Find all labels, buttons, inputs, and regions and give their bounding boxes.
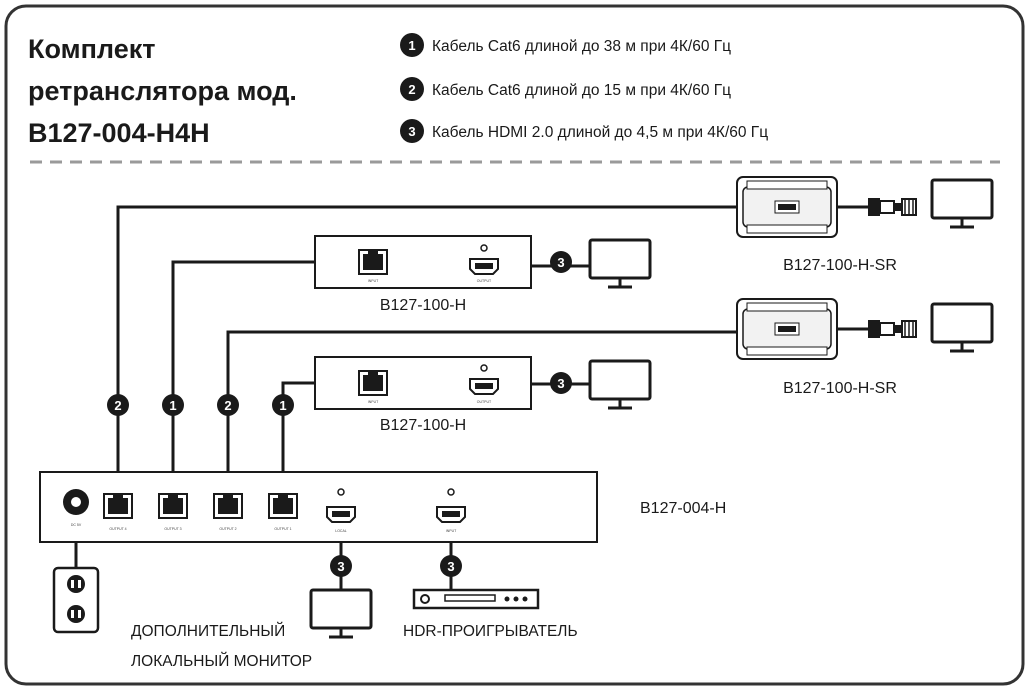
wall-outlet-icon (52, 566, 100, 634)
splitter-output-1-port (268, 493, 298, 519)
receiver-bottom-output-label: OUTPUT (477, 400, 492, 404)
receiver-bottom: INPUT OUTPUT (314, 356, 532, 410)
receiver-top-output-port (469, 258, 499, 275)
legend-badge-3 (400, 119, 424, 143)
legend-number-1: 1 (408, 38, 415, 53)
power-port-label: DC 5V (71, 523, 82, 527)
cable-badge-out1: 1 (272, 394, 294, 416)
cable-badge-rx-bottom-number: 3 (557, 376, 564, 391)
receiver-bottom-led (480, 364, 488, 372)
receiver-top-input-label: INPUT (368, 279, 379, 283)
sr-unit-top-icon (736, 176, 838, 238)
outer-frame (4, 4, 1025, 686)
receiver-top-input-port (358, 249, 388, 275)
hdr-player-label: HDR-ПРОИГРЫВАТЕЛЬ (403, 623, 578, 640)
splitter-local-led (337, 488, 345, 496)
legend-text-2: Кабель Cat6 длиной до 15 м при 4К/60 Гц (432, 82, 731, 99)
splitter-output-4-port (103, 493, 133, 519)
cable-out4-to-sr-top (116, 205, 738, 487)
cable-badge-local: 3 (330, 555, 352, 577)
sr-top-label: B127-100-H-SR (783, 257, 897, 274)
local-monitor-label-line-1: ДОПОЛНИТЕЛЬНЫЙ (131, 622, 285, 640)
receiver-bottom-input-port (358, 370, 388, 396)
cable-badge-player-number: 3 (447, 559, 454, 574)
monitor-rx-bottom-icon (588, 359, 652, 410)
sr-top-hdmi-plug-icon (867, 197, 917, 217)
cable-badge-rx-bottom: 3 (550, 372, 572, 394)
monitor-sr-bottom-icon (930, 302, 994, 353)
receiver-top-output-label: OUTPUT (477, 279, 492, 283)
legend-number-2: 2 (408, 82, 415, 97)
power-jack-icon (63, 489, 89, 515)
cable-badge-rx-top: 3 (550, 251, 572, 273)
sr-unit-bottom-icon (736, 298, 838, 360)
sr-bottom-label: B127-100-H-SR (783, 380, 897, 397)
legend-item-3: 3 Кабель HDMI 2.0 длиной до 4,5 м при 4К… (400, 119, 768, 143)
cable-badge-local-number: 3 (337, 559, 344, 574)
legend-badge-1 (400, 33, 424, 57)
cable-badge-out4-number: 2 (114, 398, 121, 413)
legend-number-3: 3 (408, 124, 415, 139)
sr-bottom-hdmi-plug-icon (867, 319, 917, 339)
cable-badge-out2: 2 (217, 394, 239, 416)
splitter-output-2-label: OUTPUT 2 (219, 527, 236, 531)
cable-badge-out1-number: 1 (279, 398, 286, 413)
cable-badge-out2-number: 2 (224, 398, 231, 413)
hdr-player-icon (412, 588, 540, 610)
title-line-1: Комплект (28, 34, 155, 64)
cable-badge-rx-top-number: 3 (557, 255, 564, 270)
monitor-rx-top-icon (588, 238, 652, 289)
title-line-3: B127-004-H4H (28, 118, 210, 148)
receiver-bottom-label: B127-100-H (380, 417, 466, 434)
splitter-output-4-label: OUTPUT 4 (109, 527, 126, 531)
legend-text-3: Кабель HDMI 2.0 длиной до 4,5 м при 4К/6… (432, 124, 768, 141)
cable-badge-out3: 1 (162, 394, 184, 416)
splitter-input-port (436, 506, 466, 523)
splitter: DC 5V OUTPUT 4 OUTPUT 3 OUTPUT 2 OUTPUT … (39, 471, 598, 543)
receiver-top: INPUT OUTPUT (314, 235, 532, 289)
splitter-output-1-label: OUTPUT 1 (274, 527, 291, 531)
legend-item-1: 1 Кабель Cat6 длиной до 38 м при 4К/60 Г… (400, 33, 731, 57)
splitter-input-led (447, 488, 455, 496)
local-monitor-label-line-2: ЛОКАЛЬНЫЙ МОНИТОР (131, 652, 312, 670)
splitter-label: B127-004-H (640, 500, 726, 517)
receiver-bottom-input-label: INPUT (368, 400, 379, 404)
local-monitor-icon (309, 588, 373, 639)
splitter-local-label: LOCAL (335, 529, 347, 533)
legend-text-1: Кабель Cat6 длиной до 38 м при 4К/60 Гц (432, 38, 731, 55)
receiver-top-label: B127-100-H (380, 297, 466, 314)
monitor-sr-top-icon (930, 178, 994, 229)
legend: 1 Кабель Cat6 длиной до 38 м при 4К/60 Г… (400, 33, 768, 143)
cable-out2-to-sr-bottom (226, 330, 738, 487)
receiver-bottom-output-port (469, 378, 499, 395)
splitter-output-3-port (158, 493, 188, 519)
cable-badge-out4: 2 (107, 394, 129, 416)
cable-badges: 2 1 2 1 3 3 3 3 (107, 251, 572, 577)
cable-badge-out3-number: 1 (169, 398, 176, 413)
splitter-output-2-port (213, 493, 243, 519)
splitter-local-port (326, 506, 356, 523)
splitter-input-label: INPUT (446, 529, 457, 533)
legend-item-2: 2 Кабель Cat6 длиной до 15 м при 4К/60 Г… (400, 77, 731, 101)
title: Комплект ретранслятора мод. B127-004-H4H (28, 34, 297, 148)
title-line-2: ретранслятора мод. (28, 76, 297, 106)
legend-badge-2 (400, 77, 424, 101)
cable-badge-player: 3 (440, 555, 462, 577)
receiver-top-led (480, 244, 488, 252)
splitter-output-3-label: OUTPUT 3 (164, 527, 181, 531)
